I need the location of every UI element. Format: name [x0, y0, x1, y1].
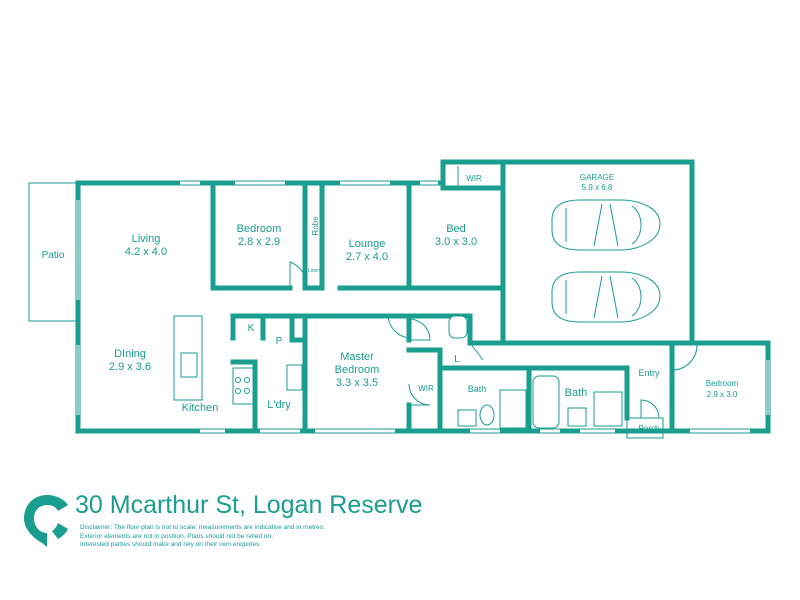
room-bedroom1-size: 2.8 x 2.9 — [238, 236, 280, 248]
room-laundry: L'dry — [267, 399, 291, 411]
room-bath1: Bath — [468, 384, 487, 394]
sink-icon — [180, 352, 198, 378]
room-l: L — [454, 354, 460, 365]
room-dining: DIning — [114, 348, 146, 360]
door-swings — [289, 261, 698, 419]
corridor-wall — [230, 313, 506, 346]
laundry-tub-icon — [286, 364, 303, 391]
room-dining-size: 2.9 x 3.6 — [109, 361, 151, 373]
pantry-walls — [260, 313, 308, 343]
room-bath2: Bath — [565, 387, 588, 399]
bathtub-icon — [532, 375, 560, 429]
room-entry: Entry — [638, 368, 660, 378]
property-address: 30 Mcarthur St, Logan Reserve — [75, 491, 423, 519]
window-frames — [77, 200, 769, 415]
disclaimer: Disclaimer: The floor plan is not to sca… — [80, 524, 420, 550]
room-master-size: 3.3 x 3.5 — [336, 377, 378, 389]
shower2-icon — [593, 391, 623, 427]
room-linen: Linen — [308, 268, 320, 274]
map-pin-c-logo — [24, 495, 68, 547]
car-icon-1 — [551, 199, 661, 251]
bath-fixtures — [448, 315, 623, 429]
room-garage-size: 5.9 x 6.8 — [582, 183, 613, 192]
room-wir-master: WIR — [418, 384, 434, 393]
room-patio: Patio — [42, 250, 65, 261]
room-robe: Robe — [311, 216, 320, 236]
room-living-size: 4.2 x 4.0 — [125, 246, 167, 258]
room-wir-top: WIR — [466, 174, 482, 183]
vanity-icon — [457, 409, 477, 427]
kitchen-fixtures — [173, 315, 303, 405]
room-k: K — [248, 323, 255, 334]
disclaimer-line: Exterior elements are not in position. P… — [80, 532, 273, 540]
room-living: Living — [132, 233, 161, 245]
disclaimer-line: Disclaimer: The floor plan is not to sca… — [80, 524, 325, 531]
robe-walls — [302, 180, 325, 291]
shower-icon — [499, 389, 527, 429]
room-bed-size: 3.0 x 3.0 — [435, 236, 477, 248]
room-bed: Bed — [446, 223, 466, 235]
toilet2-icon — [479, 404, 495, 426]
room-lounge-size: 2.7 x 4.0 — [346, 251, 388, 263]
room-p: P — [276, 336, 283, 347]
room-bedroom1: Bedroom — [237, 223, 282, 235]
kitchen-walls — [230, 313, 258, 434]
porch-outline — [626, 417, 664, 439]
room-garage: GARAGE — [580, 173, 614, 182]
car-icon-2 — [551, 271, 661, 323]
room-lounge: Lounge — [349, 238, 386, 250]
room-master-2: Bedroom — [335, 364, 380, 376]
toilet-icon — [448, 315, 468, 339]
room-bedroom2: Bedroom — [706, 379, 739, 388]
bedroom1-walls — [210, 180, 293, 291]
disclaimer-line: Interested parties should make and rely … — [80, 541, 262, 548]
cooktop-icon — [232, 367, 254, 405]
room-porch: Porch — [639, 424, 660, 433]
room-bedroom2-size: 2.9 x 3.0 — [707, 390, 738, 399]
vanity2-icon — [567, 407, 587, 427]
room-master: Master — [340, 351, 374, 363]
room-kitchen: Kitchen — [182, 402, 219, 414]
